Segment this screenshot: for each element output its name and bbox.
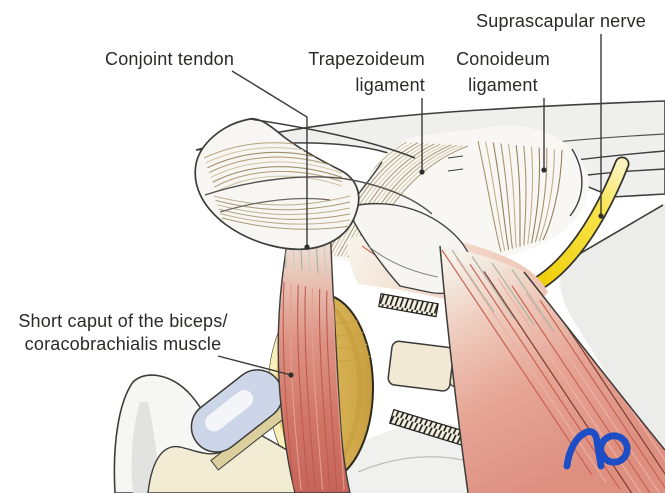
screw-upper bbox=[378, 293, 439, 318]
label-conjoint-tendon: Conjoint tendon bbox=[105, 49, 235, 69]
ao-logo: AO bbox=[556, 422, 634, 474]
label-conoideum-ligament: Conoideum ligament bbox=[456, 49, 550, 95]
label-short-caput-biceps: Short caput of the biceps/ coracobrachia… bbox=[18, 311, 228, 354]
ao-logo-letter-o bbox=[597, 432, 631, 466]
label-trapezoideum-ligament: Trapezoideum ligament bbox=[308, 49, 425, 95]
label-suprascapular-nerve: Suprascapular nerve bbox=[476, 11, 646, 31]
leader-line-conjoint-tendon bbox=[231, 70, 308, 247]
leader-lines bbox=[217, 34, 602, 376]
leader-line-short-caput bbox=[217, 355, 292, 376]
ao-logo-letter-a bbox=[563, 428, 605, 470]
leader-dots bbox=[288, 167, 604, 378]
cartilage-cap-shape bbox=[190, 369, 300, 471]
ligament-fibers bbox=[203, 142, 351, 230]
coracoid-process-shape bbox=[194, 117, 433, 251]
